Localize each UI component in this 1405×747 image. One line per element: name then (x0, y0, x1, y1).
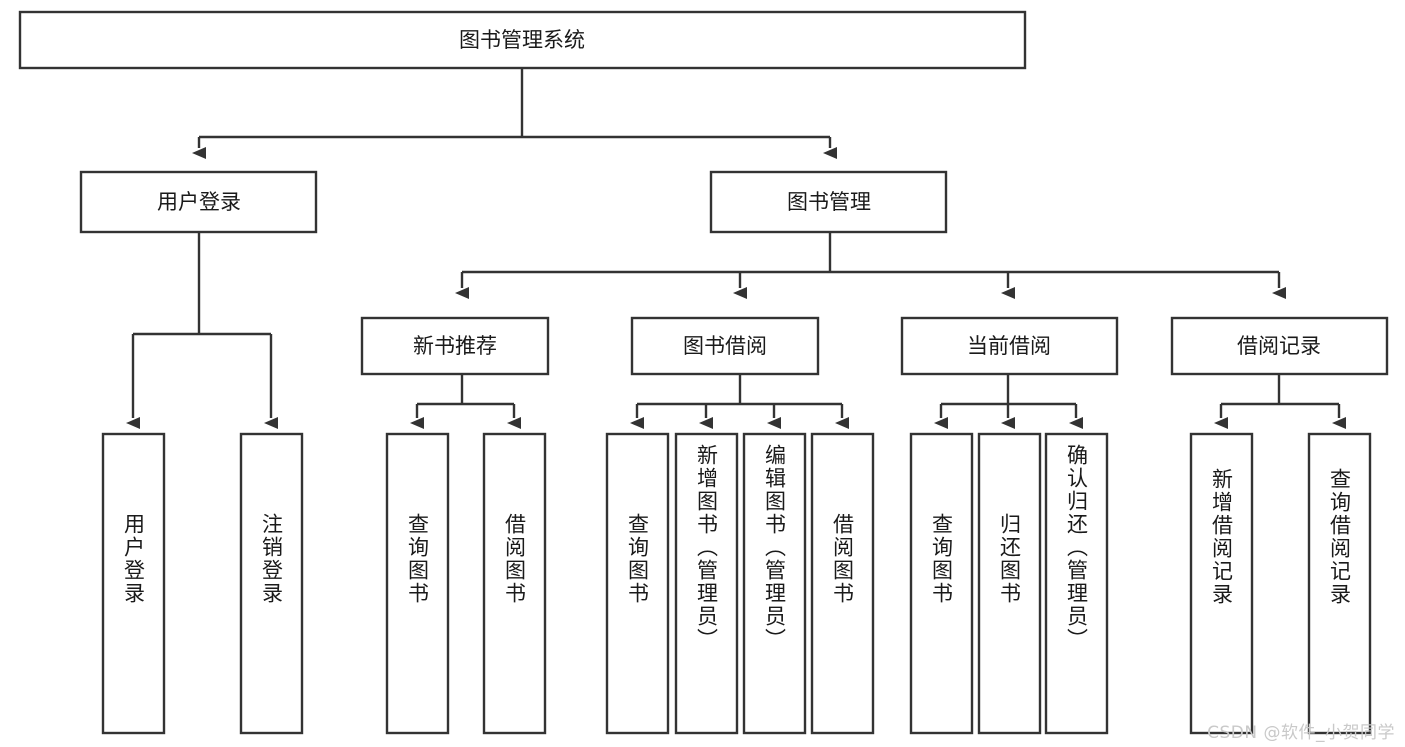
node-book-management[interactable]: 图书管理 (709, 170, 948, 234)
connector-book-management-to-level3 (455, 232, 1286, 299)
leaf-box-current-borrow-1[interactable] (909, 432, 974, 735)
connector-book-borrow-to-leaves (630, 374, 849, 429)
node-user-login[interactable]: 用户登录 (79, 170, 318, 234)
csdn-watermark: CSDN @软件_小贺同学 (1207, 723, 1395, 743)
node-borrow-record[interactable]: 借阅记录 (1170, 316, 1389, 376)
node-current-borrow-label: 当前借阅 (967, 334, 1051, 358)
node-book-management-label: 图书管理 (787, 190, 871, 214)
node-root-label: 图书管理系统 (459, 28, 585, 52)
node-borrow-record-label: 借阅记录 (1237, 334, 1321, 358)
node-book-borrow[interactable]: 图书借阅 (630, 316, 820, 376)
leaf-box-new-book-1[interactable] (385, 432, 450, 735)
node-new-book-recommend[interactable]: 新书推荐 (360, 316, 550, 376)
node-user-login-label: 用户登录 (157, 190, 241, 214)
leaf-box-current-borrow-2[interactable] (977, 432, 1042, 735)
connector-root-to-level2 (192, 68, 837, 159)
connector-user-login-to-leaves (126, 232, 278, 429)
node-book-borrow-label: 图书借阅 (683, 334, 767, 358)
leaf-box-book-borrow-4[interactable] (810, 432, 875, 735)
leaf-box-book-borrow-1[interactable] (605, 432, 670, 735)
leaf-box-book-borrow-3[interactable] (742, 432, 807, 735)
node-current-borrow[interactable]: 当前借阅 (900, 316, 1119, 376)
leaf-box-current-borrow-3[interactable] (1044, 432, 1109, 735)
connector-borrow-record-to-leaves (1214, 374, 1346, 429)
leaf-box-new-book-2[interactable] (482, 432, 547, 735)
node-new-book-recommend-label: 新书推荐 (413, 334, 497, 358)
connector-new-book-to-leaves (410, 374, 521, 429)
leaf-box-borrow-record-1[interactable] (1189, 432, 1254, 735)
leaf-box-book-borrow-2[interactable] (674, 432, 739, 735)
leaf-box-user-login-1[interactable] (101, 432, 166, 735)
connector-current-borrow-to-leaves (934, 374, 1083, 429)
leaf-box-user-login-2[interactable] (239, 432, 304, 735)
node-root-system[interactable]: 图书管理系统 (18, 10, 1027, 70)
leaf-box-borrow-record-2[interactable] (1307, 432, 1372, 735)
